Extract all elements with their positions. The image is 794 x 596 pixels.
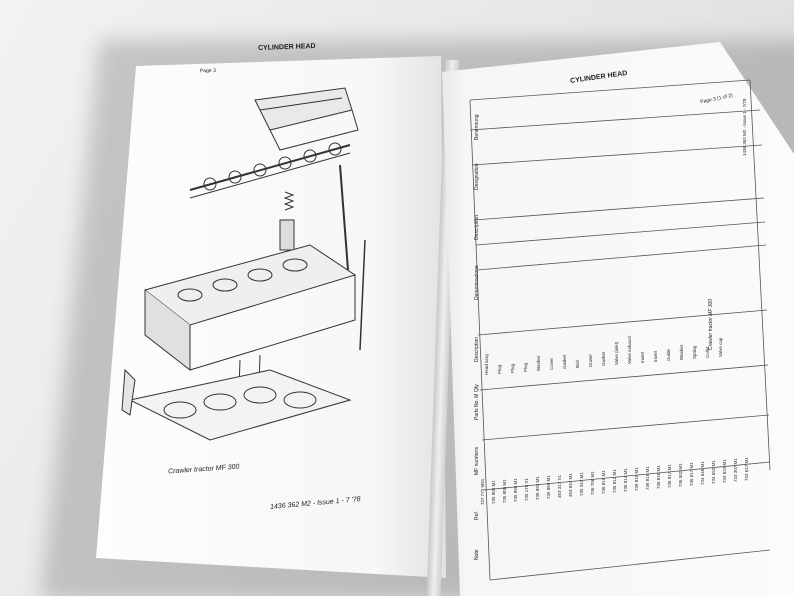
description-cell: Plug bbox=[510, 363, 515, 373]
col-description: Description bbox=[474, 336, 480, 362]
part-number-cell: 736 706 M1 bbox=[590, 471, 595, 495]
part-number-cell: 735 869 M1 bbox=[546, 475, 551, 499]
part-number-cell: 737 772 M91 bbox=[480, 478, 485, 505]
part-number-cell: 735 347 M1 bbox=[579, 472, 584, 496]
description-cell: Valve exhaust bbox=[627, 336, 632, 364]
col-designation: Designation bbox=[474, 163, 480, 190]
part-number-cell: 733 617 M1 bbox=[744, 457, 749, 481]
description-cell: Insert bbox=[640, 351, 645, 363]
part-number-cell: 736 814 M1 bbox=[623, 468, 628, 492]
part-number-cell: 734 648 M1 bbox=[700, 461, 705, 485]
description-cell: Valve cap bbox=[718, 337, 723, 357]
col-mf-numbers: MF numbers bbox=[474, 446, 480, 475]
part-number-cell: 353 647 M1 bbox=[568, 473, 573, 497]
part-number-cell: 736 816 M1 bbox=[645, 466, 650, 490]
part-number-cell: 353 317 X1 bbox=[557, 474, 562, 498]
col-denominazione: Denominazione bbox=[474, 265, 480, 300]
description-cell: Plug bbox=[497, 364, 502, 374]
part-number-cell: 736 815 M1 bbox=[634, 467, 639, 491]
description-cell: Washer bbox=[679, 344, 684, 360]
description-cell: Dowel bbox=[588, 354, 593, 367]
description-cell: Bolt bbox=[575, 360, 580, 368]
description-cell: Insert bbox=[653, 350, 658, 362]
right-page-footer: Crawler tractor MF 300 bbox=[708, 298, 714, 350]
description-cell: Washer bbox=[536, 355, 541, 371]
description-cell: Gasket bbox=[562, 354, 567, 369]
description-cell: Plug bbox=[523, 362, 528, 372]
part-number-cell: 733 823 M1 bbox=[722, 459, 727, 483]
part-number-cell: 736 818 M1 bbox=[656, 465, 661, 489]
part-number-cell: 735 895 M1 bbox=[513, 478, 518, 502]
col-parts-no: Parts No. M bbox=[474, 393, 480, 420]
description-cell: Head assy bbox=[484, 353, 489, 375]
part-number-cell: 736 893 M1 bbox=[535, 476, 540, 500]
col-description-fr: Description bbox=[474, 214, 480, 240]
parts-table-grid bbox=[469, 79, 771, 581]
description-cell: Cover bbox=[549, 357, 554, 370]
description-cell: Valve (inlet) bbox=[614, 341, 619, 365]
description-cell: Spring bbox=[692, 345, 697, 359]
col-benennung: Benennung bbox=[474, 114, 480, 140]
part-number-cell: 736 617 M1 bbox=[689, 462, 694, 486]
part-number-cell: 736 817 M1 bbox=[667, 464, 672, 488]
cylinder-head-exploded-diagram bbox=[121, 87, 366, 441]
col-note: Note bbox=[474, 549, 480, 560]
part-number-cell: 733 307 M1 bbox=[733, 458, 738, 482]
part-number-cell: 736 812 M1 bbox=[612, 469, 617, 493]
description-cell: Gasket bbox=[601, 351, 606, 366]
part-number-cell: 735 803 M1 bbox=[491, 480, 496, 504]
part-number-cell: 735 176 X1 bbox=[524, 477, 529, 501]
part-number-cell: 734 652 M1 bbox=[711, 460, 716, 484]
right-page bbox=[442, 42, 794, 596]
part-number-cell: 735 805 M1 bbox=[502, 479, 507, 503]
col-qty: Qty bbox=[474, 384, 480, 392]
description-cell: Guide bbox=[666, 348, 671, 361]
part-number-cell: 736 815 M1 bbox=[601, 470, 606, 494]
col-ref: Ref. bbox=[474, 510, 480, 520]
part-number-cell: 736 502 M1 bbox=[678, 463, 683, 487]
right-page-code: 1436 362 M2 - Issue 1 - 7/78 bbox=[742, 98, 747, 156]
